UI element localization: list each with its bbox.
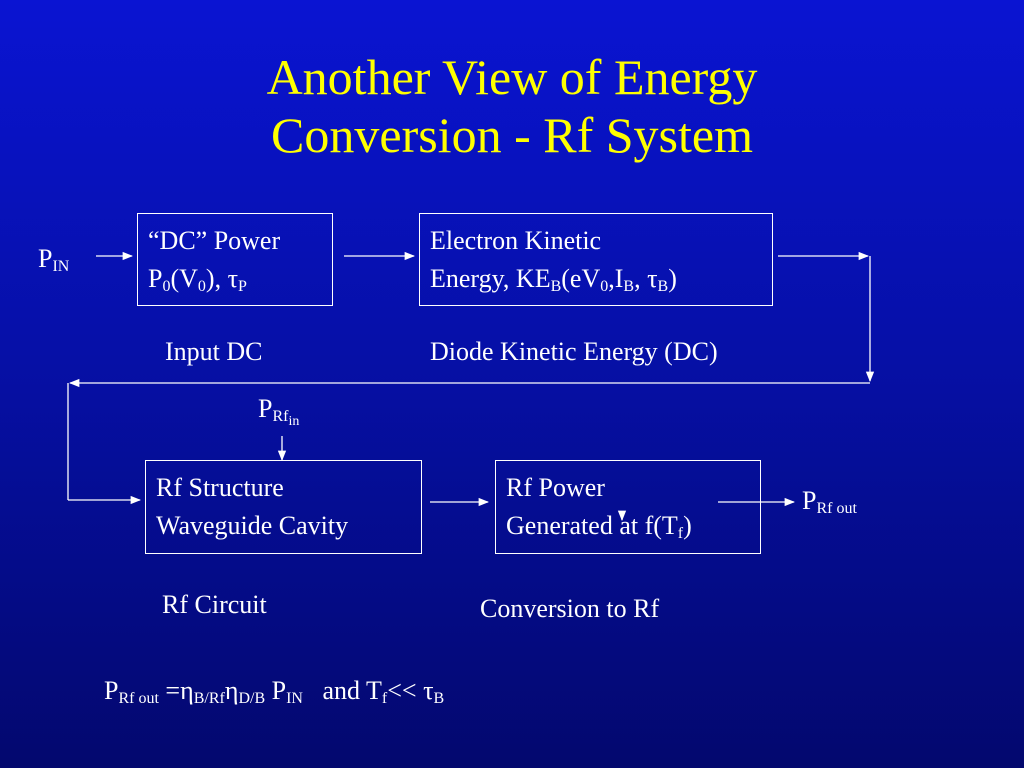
power-relation-formula: PRf out =ηB/RfηD/B PIN and Tf<< τB: [104, 676, 445, 707]
p-rf-in-label: PRfin: [258, 394, 300, 429]
dc-power-line2: P0(V0), τP: [148, 264, 247, 295]
electron-line1: Electron Kinetic: [430, 226, 602, 255]
dc-power-line1: “DC” Power: [148, 226, 281, 255]
p-in-label: PIN: [38, 244, 70, 275]
rf-circuit-label: Rf Circuit: [162, 590, 267, 619]
diode-kinetic-label: Diode Kinetic Energy (DC): [430, 337, 718, 366]
conversion-to-rf-label: Conversion to Rf: [480, 594, 660, 623]
rf-power-line1: Rf Power: [506, 473, 605, 502]
title-line-2: Conversion - Rf System: [271, 107, 753, 163]
slide-title: Another View of Energy Conversion - Rf S…: [0, 48, 1024, 164]
rf-structure-line2: Waveguide Cavity: [156, 511, 349, 540]
input-dc-label: Input DC: [165, 337, 263, 366]
electron-kinetic-box: Electron Kinetic Energy, KEB(eV0,IB, τB): [419, 213, 773, 306]
electron-line2: Energy, KEB(eV0,IB, τB): [430, 264, 677, 295]
title-line-1: Another View of Energy: [266, 49, 758, 105]
dc-power-box: “DC” Power P0(V0), τP: [137, 213, 333, 306]
p-rf-out-label: PRf out: [802, 486, 857, 517]
rf-structure-line1: Rf Structure: [156, 473, 284, 502]
rf-power-line2: Generated at f(Tf): [506, 511, 692, 542]
rf-structure-box: Rf Structure Waveguide Cavity: [145, 460, 422, 554]
rf-power-box: Rf Power Generated at f(Tf): [495, 460, 761, 554]
